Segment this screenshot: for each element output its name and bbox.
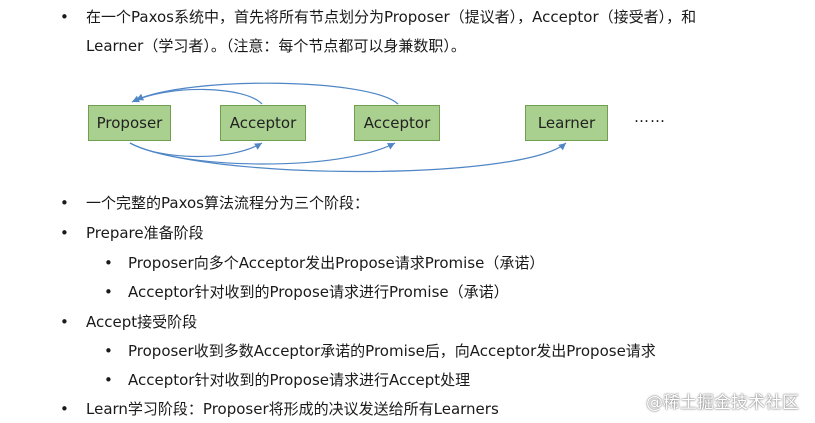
learn-title: Learn学习阶段：Proposer将形成的决议发送给所有Learners [86,400,499,418]
arrow-proposer-to-learner [129,142,567,173]
prepare-item-1: Proposer向多个Acceptor发出Propose请求Promise（承诺… [128,254,545,272]
sub-bullet-dot: • [104,283,113,301]
flow-title: 一个完整的Paxos算法流程分为三个阶段： [86,194,369,212]
arrow-proposer-to-acceptor1 [129,142,263,158]
accept-title: Accept接受阶段 [86,313,198,331]
intro-line-2: Learner（学习者）。（注意：每个节点都可以身兼数职）。 [86,37,466,55]
bullet-dot: • [60,400,69,418]
paxos-diagram [129,82,567,173]
bullet-dot: • [60,313,69,331]
bullet-dot: • [60,194,69,212]
node-learner: Learner [525,105,608,141]
prepare-title: Prepare准备阶段 [86,224,204,242]
bullet-dot: • [60,224,69,242]
sub-bullet-dot: • [104,371,113,389]
sub-bullet-dot: • [104,254,113,272]
arrow-proposer-to-acceptor2 [129,142,396,165]
accept-item-2: Acceptor针对收到的Propose请求进行Accept处理 [128,371,471,389]
sub-bullet-dot: • [104,342,113,360]
prepare-item-2: Acceptor针对收到的Propose请求进行Promise（承诺） [128,283,509,301]
bullet-dot: • [60,8,69,26]
node-proposer: Proposer [88,105,171,141]
arrow-acceptor1-to-proposer [131,88,263,105]
node-acceptor-2: Acceptor [354,105,440,141]
arrow-acceptor2-to-proposer [135,82,399,105]
node-acceptor-1: Acceptor [220,105,306,141]
intro-line-1: 在一个Paxos系统中，首先将所有节点划分为Proposer（提议者），Acce… [86,8,697,26]
watermark: @稀土掘金技术社区 [646,393,799,413]
diagram-ellipsis: …… [634,108,666,126]
accept-item-1: Proposer收到多数Acceptor承诺的Promise后，向Accepto… [128,342,656,360]
